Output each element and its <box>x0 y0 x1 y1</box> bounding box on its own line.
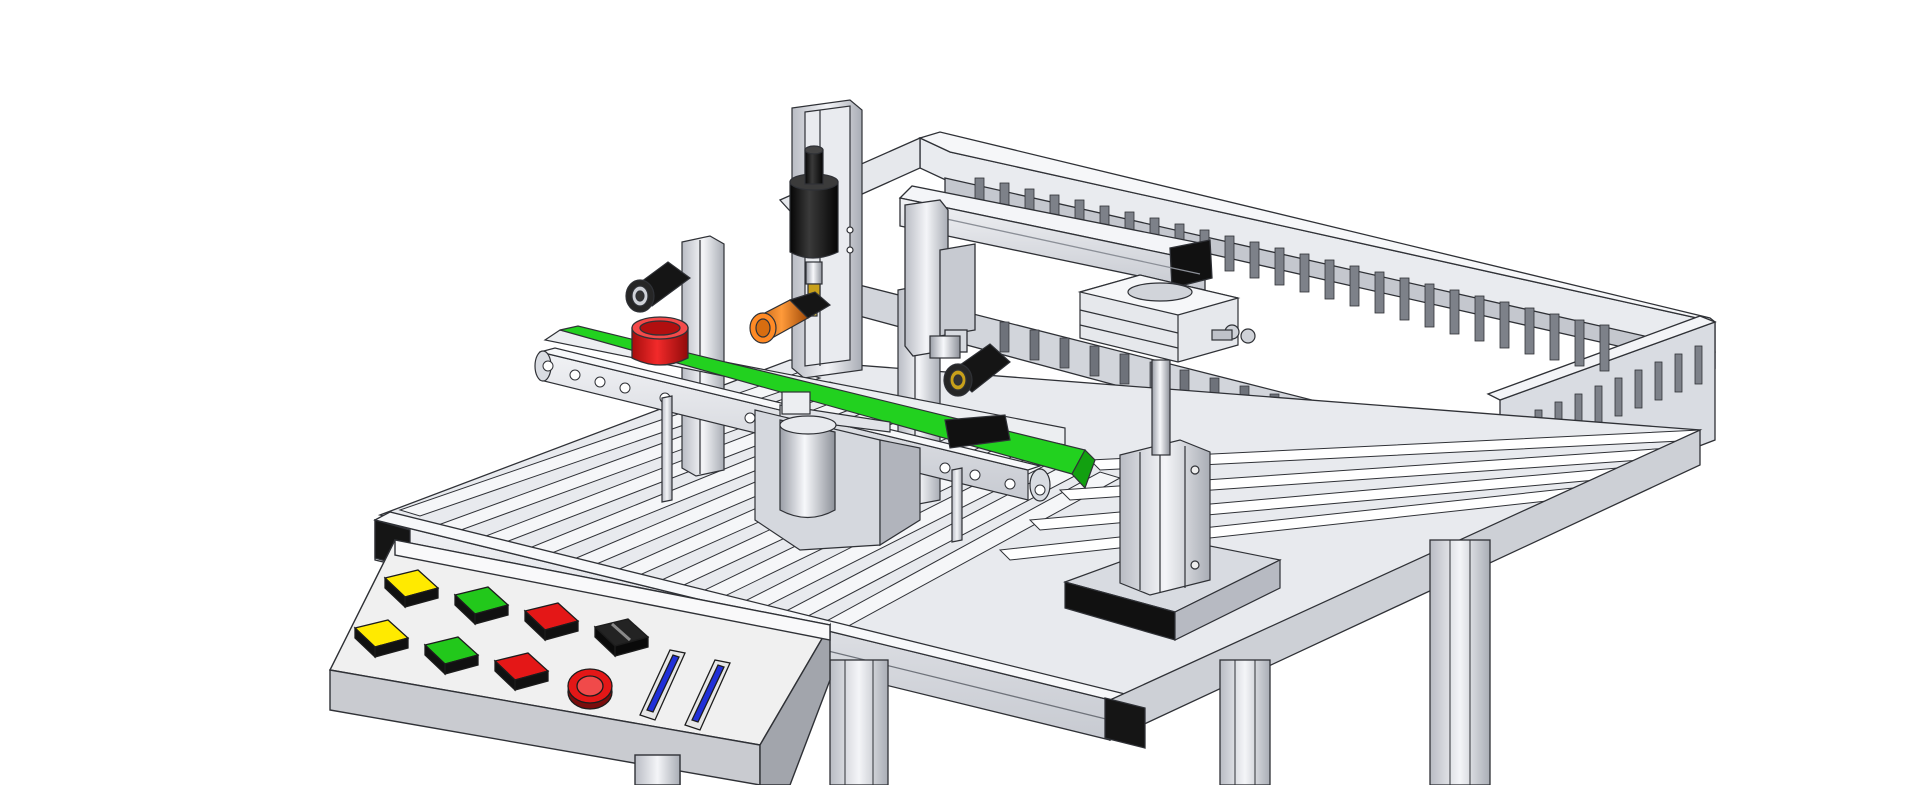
lift-unit <box>1063 274 1282 641</box>
table-legs <box>639 539 1491 785</box>
button-green-1[interactable] <box>453 586 510 626</box>
workpiece-icon <box>631 316 689 366</box>
indicator-window-2 <box>684 659 731 731</box>
sensors <box>625 145 1011 397</box>
proximity-sensor-icon <box>749 291 832 344</box>
button-yellow-1[interactable] <box>383 569 440 609</box>
button-red-2[interactable] <box>493 652 550 692</box>
proximity-sensor-icon <box>625 261 692 313</box>
rear-slots <box>974 177 1610 372</box>
pneumatic-fitting-icon <box>1211 324 1256 344</box>
proximity-sensor-icon <box>929 335 1011 397</box>
control-buttons <box>353 569 731 731</box>
indicator-window-1 <box>639 649 686 721</box>
emergency-stop-icon[interactable] <box>567 668 613 710</box>
button-yellow-2[interactable] <box>353 619 410 659</box>
button-red-1[interactable] <box>523 602 580 642</box>
conveyor <box>534 325 1096 551</box>
button-black-selector[interactable] <box>593 618 650 658</box>
button-green-2[interactable] <box>423 636 480 676</box>
motor-icon <box>754 409 921 551</box>
